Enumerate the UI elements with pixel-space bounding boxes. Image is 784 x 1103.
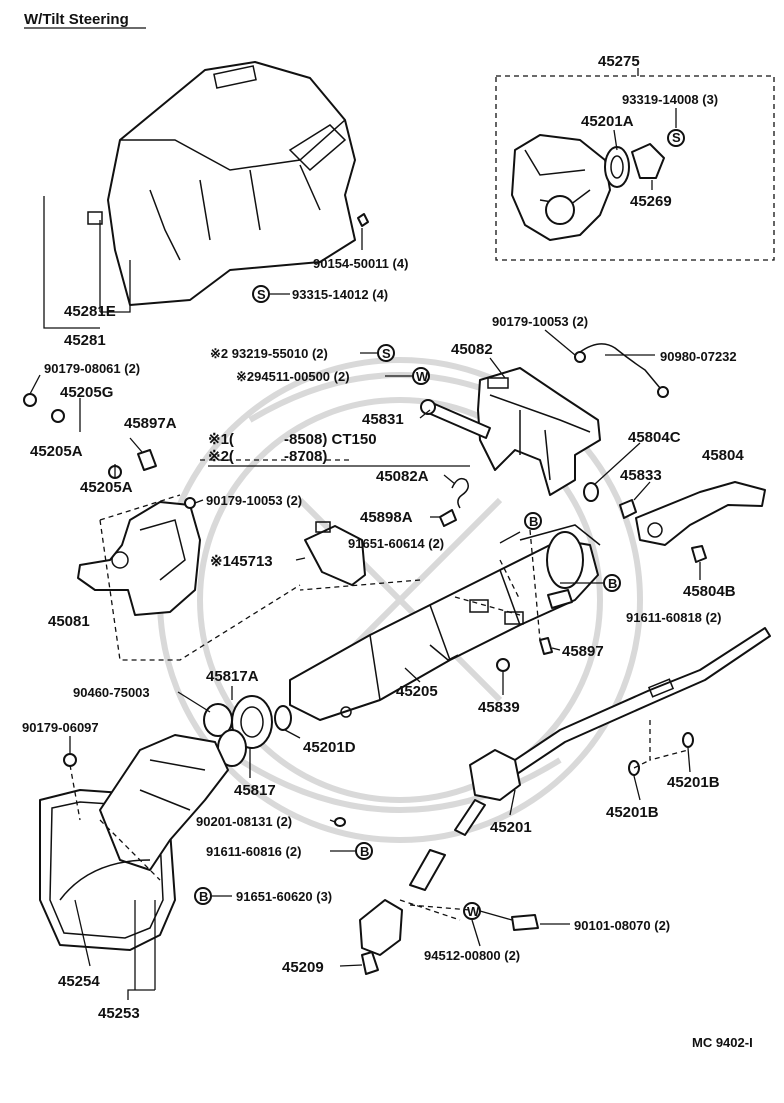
note-2-range: -8708): [284, 448, 327, 465]
label-93315-14012: 93315-14012 (4): [292, 287, 388, 302]
upper-bracket-part: [420, 343, 669, 496]
note-block: ※1( -8508) CT150 ※2( -8708): [208, 431, 470, 467]
column-cover-part: [87, 61, 356, 306]
label-45897: 45897: [562, 643, 604, 660]
label-45201B-left: 45201B: [606, 804, 659, 821]
b-symbol: B: [608, 576, 617, 591]
label-45205A-left: 45205A: [30, 443, 83, 460]
w-symbol: W: [467, 904, 480, 919]
label-91611-60818: 91611-60818 (2): [626, 610, 721, 625]
label-90201-08131: 90201-08131 (2): [196, 814, 292, 829]
label-45205A-right: 45205A: [80, 479, 133, 496]
label-45081: 45081: [48, 613, 90, 630]
alignment-lines: [69, 459, 689, 921]
label-45269: 45269: [630, 193, 672, 210]
label-45831: 45831: [362, 411, 404, 428]
label-90179-06097: 90179-06097: [22, 720, 99, 735]
label-45804C: 45804C: [628, 429, 681, 446]
label-93319-14008: 93319-14008 (3): [622, 92, 718, 107]
label-91611-60816: 91611-60816 (2): [206, 844, 301, 859]
label-45804B: 45804B: [683, 583, 736, 600]
label-45205G: 45205G: [60, 384, 113, 401]
w-symbol: W: [416, 369, 429, 384]
label-45209: 45209: [282, 959, 324, 976]
title-block: W/Tilt Steering: [24, 11, 146, 29]
ignition-switch-group: S: [495, 75, 775, 261]
b-symbol: B: [199, 889, 208, 904]
module-145713: [304, 521, 366, 586]
label-45201: 45201: [490, 819, 532, 836]
b-symbol: B: [529, 514, 538, 529]
label-91651-60620: 91651-60620 (3): [236, 889, 332, 904]
tilt-lever-part: [583, 481, 766, 563]
label-90980-07232: 90980-07232: [660, 349, 737, 364]
label-90154-50011: 90154-50011 (4): [313, 256, 408, 271]
label-145713: ※145713: [210, 553, 273, 570]
label-94512-00800: 94512-00800 (2): [424, 948, 520, 963]
s-symbol: S: [257, 287, 266, 302]
bearing-parts: [23, 213, 694, 827]
label-45201A: 45201A: [581, 113, 634, 130]
symbol-markers: S S W B B B B W: [194, 285, 621, 920]
label-45833: 45833: [620, 467, 662, 484]
label-90179-10053-mid: 90179-10053 (2): [206, 493, 302, 508]
diagram-title: W/Tilt Steering: [24, 11, 129, 28]
label-45254: 45254: [58, 973, 100, 990]
s-symbol: S: [382, 346, 391, 361]
label-45082A: 45082A: [376, 468, 429, 485]
lower-bracket-part: [77, 497, 201, 616]
label-45205: 45205: [396, 683, 438, 700]
label-45275: 45275: [598, 53, 640, 70]
label-45281: 45281: [64, 332, 106, 349]
label-45897A: 45897A: [124, 415, 177, 432]
label-45281E: 45281E: [64, 303, 116, 320]
label-90179-10053-top: 90179-10053 (2): [492, 314, 588, 329]
group-box-45275: [495, 75, 775, 261]
note-2-mark: ※2(: [208, 448, 234, 465]
diagram-code: MC 9402-I: [692, 1035, 753, 1050]
note-1-mark: ※1(: [208, 431, 234, 448]
label-90101-08070: 90101-08070 (2): [574, 918, 670, 933]
part-labels: 45275 93319-14008 (3) 45201A 45269 90154…: [22, 53, 753, 1050]
leader-lines: [29, 68, 701, 1000]
column-tube-part: [289, 524, 601, 721]
label-45201D: 45201D: [303, 739, 356, 756]
label-45082: 45082: [451, 341, 493, 358]
label-94511-00500: ※294511-00500 (2): [236, 369, 350, 384]
label-45817A: 45817A: [206, 668, 259, 685]
label-45817: 45817: [234, 782, 276, 799]
column-boot-part: [39, 734, 229, 951]
label-45804: 45804: [702, 447, 744, 464]
label-93219-55010: ※2 93219-55010 (2): [210, 346, 328, 361]
label-45253: 45253: [98, 1005, 140, 1022]
label-90460-75003: 90460-75003: [73, 685, 150, 700]
label-90179-08061: 90179-08061 (2): [44, 361, 140, 376]
label-45201B-right: 45201B: [667, 774, 720, 791]
label-45898A: 45898A: [360, 509, 413, 526]
spring-45082A: [451, 477, 469, 509]
b-symbol: B: [360, 844, 369, 859]
label-91651-60614: 91651-60614 (2): [348, 536, 444, 551]
s-symbol: S: [672, 130, 681, 145]
steering-shaft-part: [359, 627, 771, 975]
note-1-range: -8508) CT150: [284, 431, 377, 448]
label-45839: 45839: [478, 699, 520, 716]
